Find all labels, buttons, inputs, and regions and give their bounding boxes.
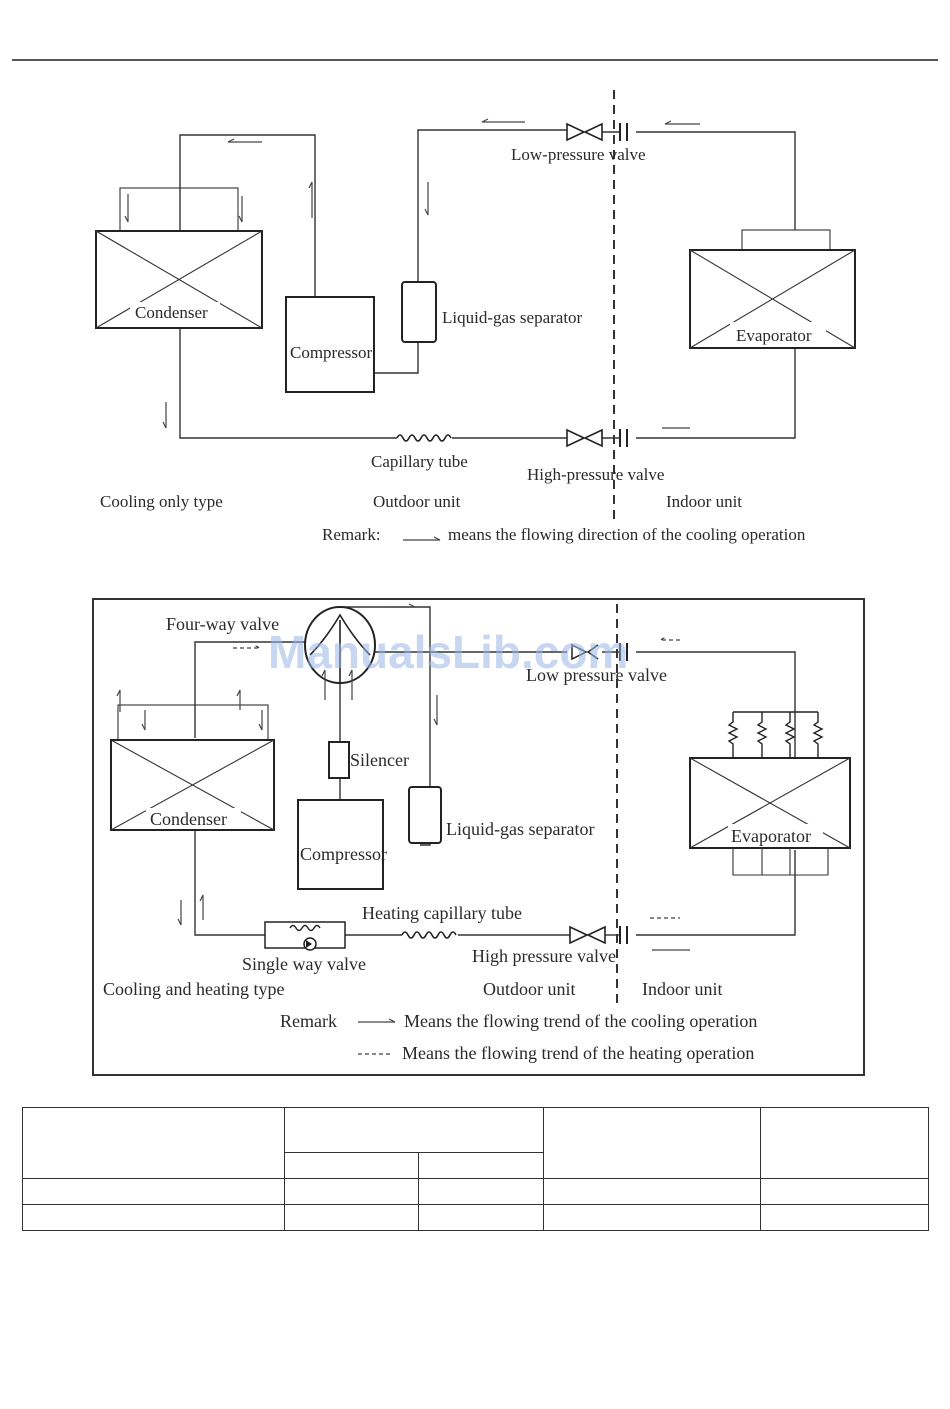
table-row <box>22 1178 929 1205</box>
separator-to-compressor <box>374 342 419 374</box>
flow-arrows-2 <box>116 603 690 1055</box>
suction-pipe-upper <box>417 129 567 282</box>
high-pressure-valve-icon <box>566 428 628 448</box>
four-way-to-condenser <box>194 641 305 738</box>
indoor-gas-pipe <box>636 131 796 230</box>
capillary-tube-icon <box>396 434 452 442</box>
single-way-valve-label: Single way valve <box>242 954 366 974</box>
watermark: ManualsLib.com <box>268 626 628 678</box>
low-pressure-valve-icon <box>566 122 628 142</box>
remark-label-2: Remark <box>280 1011 337 1031</box>
evaporator-header <box>741 229 831 251</box>
evaporator-label-2: Evaporator <box>731 826 811 846</box>
four-way-valve-icon <box>304 606 376 684</box>
indoor-gas-pipe-2 <box>636 651 796 760</box>
evaporator-label: Evaporator <box>736 326 812 345</box>
table-cell <box>22 1107 285 1179</box>
separator-box <box>401 281 437 343</box>
remark-cooling-text: Means the flowing trend of the cooling o… <box>404 1011 757 1031</box>
separator-label: Liquid-gas separator <box>442 308 583 327</box>
discharge-pipe <box>179 134 316 315</box>
remark-label: Remark: <box>322 525 381 544</box>
compressor-box <box>285 296 375 393</box>
remark-text: means the flowing direction of the cooli… <box>448 525 806 544</box>
table-cell <box>543 1107 762 1179</box>
table-cell <box>283 1152 419 1179</box>
indoor-unit-label: Indoor unit <box>666 492 742 511</box>
evaporator-springs <box>727 711 824 758</box>
header-rule <box>12 59 938 61</box>
condenser-label: Condenser <box>135 303 208 322</box>
table-cell <box>283 1107 545 1153</box>
single-way-valve-icon <box>264 921 346 951</box>
outdoor-unit-label-2: Outdoor unit <box>483 979 576 999</box>
spec-table <box>22 1107 929 1231</box>
type-label: Cooling only type <box>100 492 223 511</box>
low-pressure-valve-icon-2 <box>571 643 628 661</box>
indoor-liquid-pipe <box>636 348 796 439</box>
table-cell <box>417 1152 545 1179</box>
heating-capillary-icon <box>401 931 457 939</box>
capillary-tube-label: Capillary tube <box>371 452 468 471</box>
compressor-label: Compressor <box>290 343 373 362</box>
high-pressure-valve-icon-2 <box>569 925 628 945</box>
diagram-frame <box>92 598 865 1076</box>
liquid-pipe-left <box>179 328 397 439</box>
low-pressure-valve-label-2: Low pressure valve <box>526 665 667 685</box>
heating-capillary-label: Heating capillary tube <box>362 903 522 923</box>
table-row <box>22 1204 929 1231</box>
condenser-header-2 <box>117 704 269 741</box>
high-pressure-valve-label: High-pressure valve <box>527 465 664 484</box>
condenser-label-2: Condenser <box>150 809 227 829</box>
separator-box-2 <box>408 786 442 844</box>
silencer-label: Silencer <box>350 750 409 770</box>
low-pressure-valve-label: Low-pressure valve <box>511 145 646 164</box>
compressor-box-2 <box>297 799 384 890</box>
table-cell <box>760 1107 929 1179</box>
remark-heating-text: Means the flowing trend of the heating o… <box>402 1043 754 1063</box>
condenser-liquid-pipe <box>194 830 265 936</box>
high-pressure-valve-label-2: High pressure valve <box>472 946 616 966</box>
indoor-liquid-pipe-2 <box>636 850 796 936</box>
flow-arrows <box>124 118 700 541</box>
indoor-unit-label-2: Indoor unit <box>642 979 723 999</box>
diagram-cooling-only: Condenser Compressor Liquid-gas separato… <box>95 90 856 544</box>
four-way-valve-label: Four-way valve <box>166 614 279 634</box>
outdoor-unit-label: Outdoor unit <box>373 492 461 511</box>
condenser-header <box>119 187 239 232</box>
type-label-2: Cooling and heating type <box>103 979 284 999</box>
diagram-cooling-heating: Four-way valve Low pressure valve Silenc… <box>92 598 865 1076</box>
four-way-to-separator <box>340 606 431 846</box>
separator-label-2: Liquid-gas separator <box>446 819 594 839</box>
silencer-box <box>328 741 350 779</box>
compressor-label-2: Compressor <box>300 844 387 864</box>
